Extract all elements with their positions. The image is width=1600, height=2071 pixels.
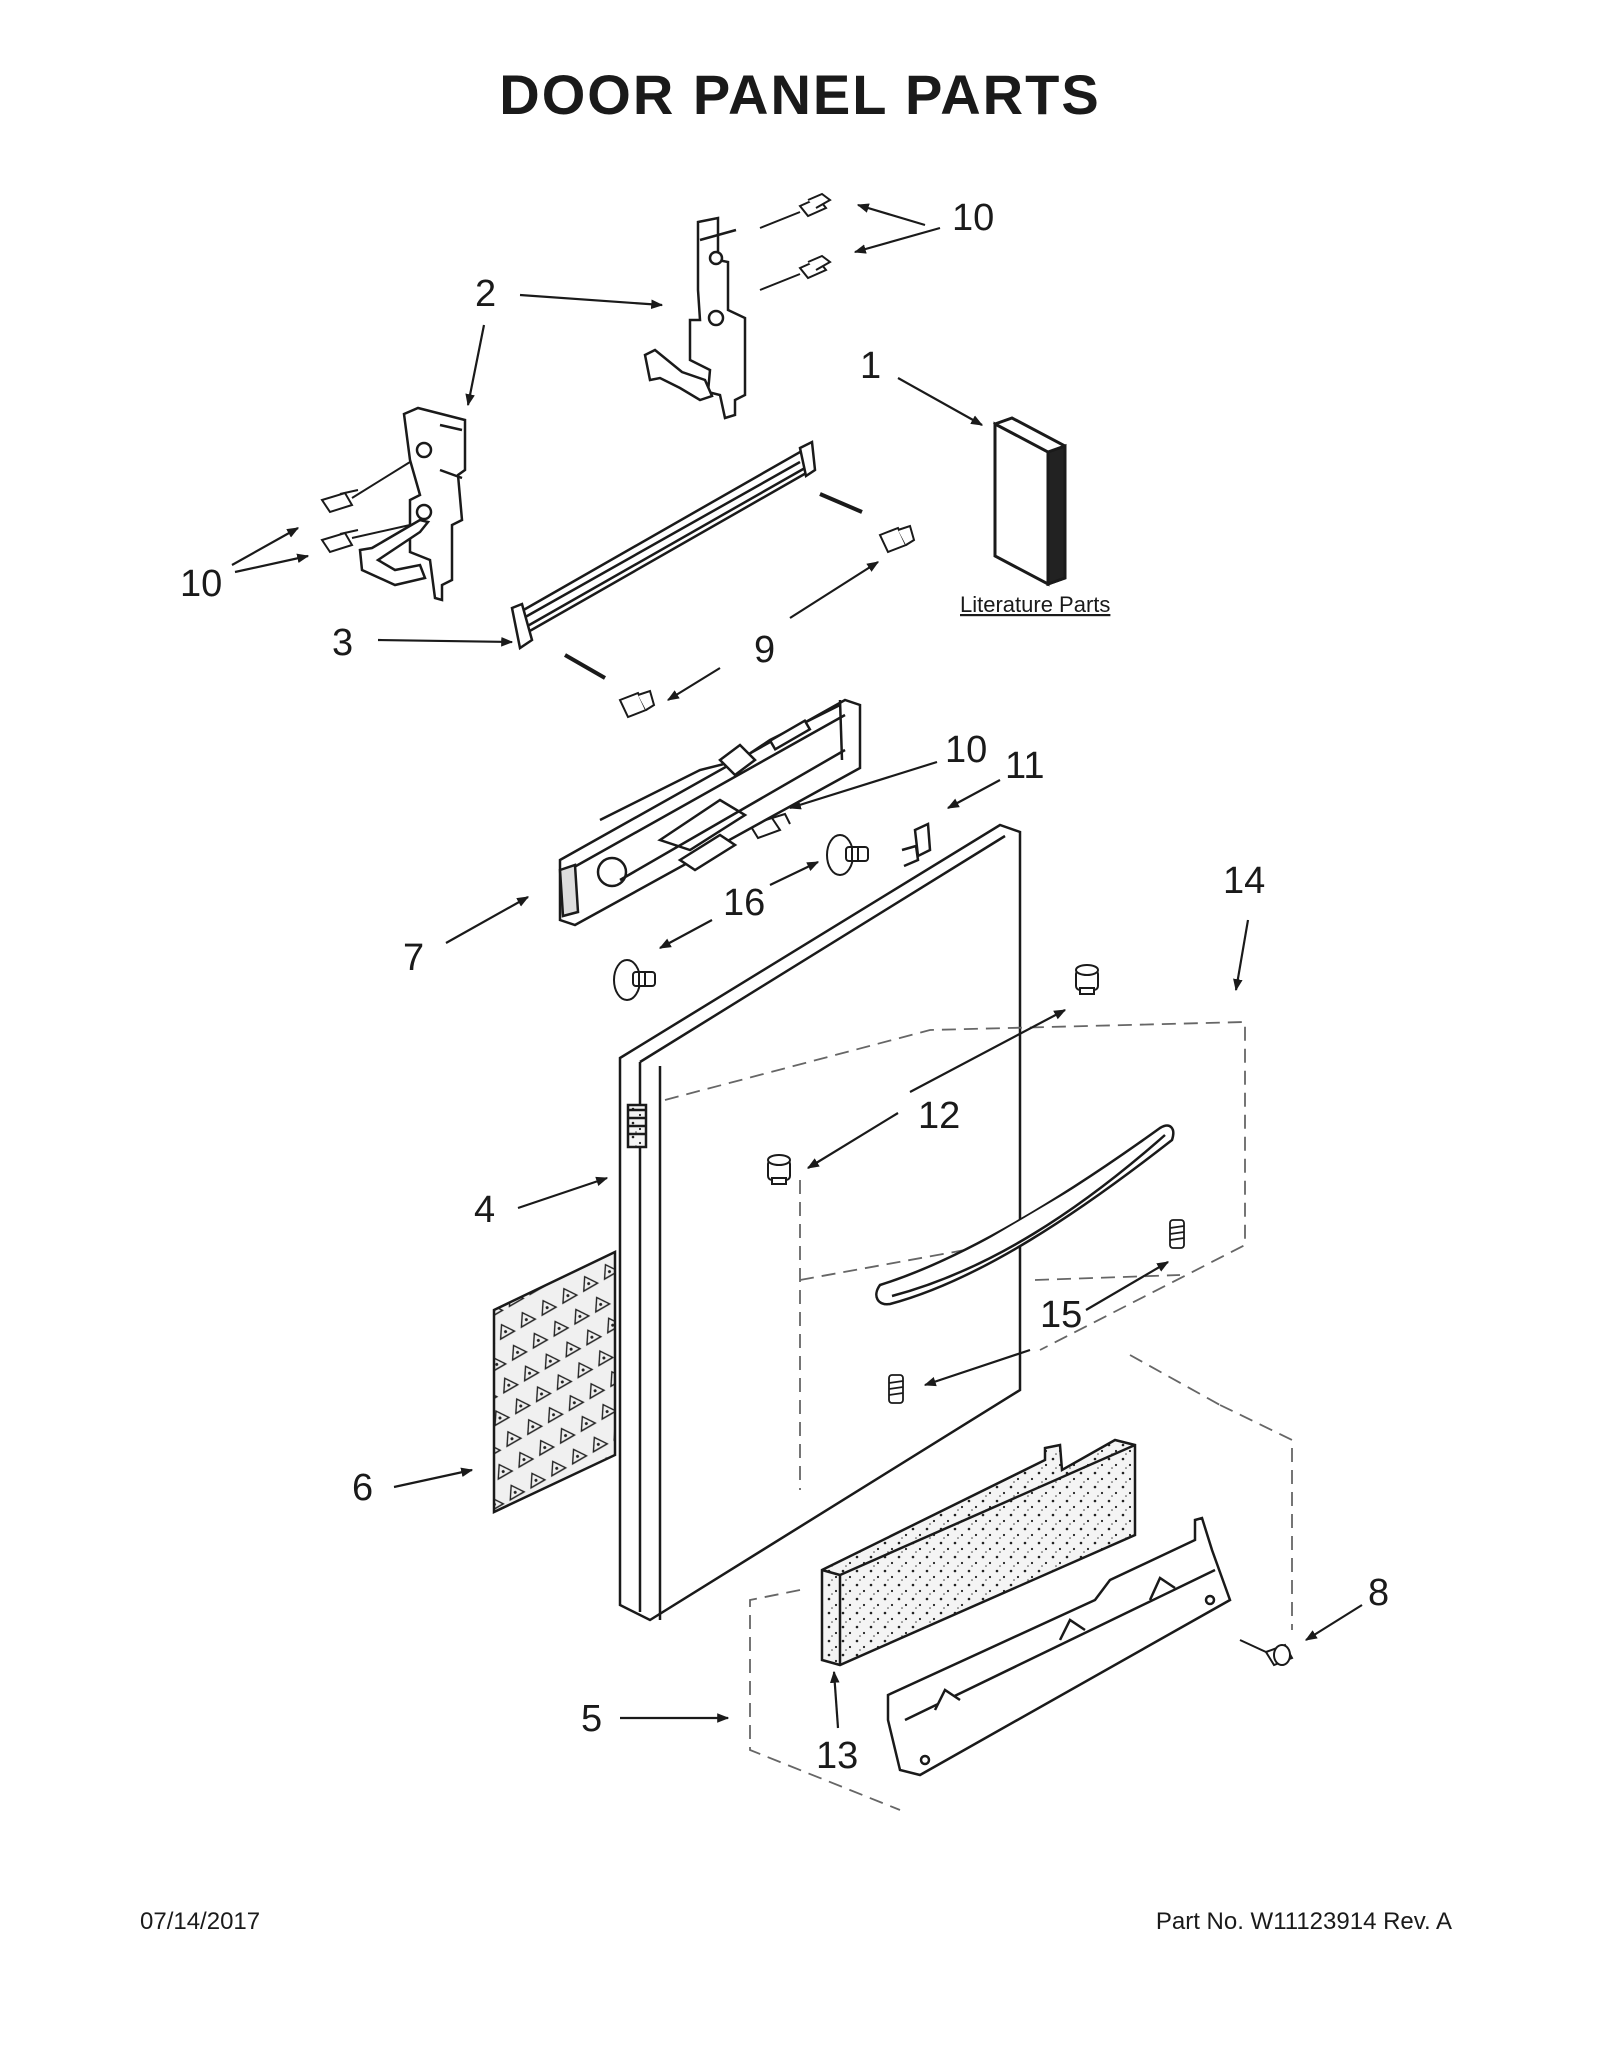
toe-kick-panel	[886, 1516, 1232, 1777]
callout-3: 3	[332, 622, 353, 664]
callout-6: 6	[352, 1467, 373, 1509]
literature-parts-label: Literature Parts	[960, 592, 1110, 617]
footer-part-number: Part No. W11123914 Rev. A	[1155, 1908, 1452, 1935]
toe-panel-screw	[1239, 1639, 1294, 1667]
callout-12: 12	[918, 1095, 960, 1137]
bumper-lower	[613, 959, 656, 1001]
handle-stud-right	[1169, 1219, 1185, 1249]
toe-panel-outline	[749, 1354, 1293, 1811]
support-rail	[510, 440, 863, 680]
door-panel	[618, 823, 1022, 1622]
callout-16: 16	[723, 882, 765, 924]
toe-insulation	[820, 1438, 1137, 1667]
callout-5: 5	[581, 1698, 602, 1740]
callout-13: 13	[816, 1735, 858, 1777]
callout-9: 9	[754, 629, 775, 671]
bumper-upper	[826, 834, 869, 876]
callout-2: 2	[475, 273, 496, 315]
callout-11: 11	[1005, 745, 1044, 787]
callout-7: 7	[403, 937, 424, 979]
mounting-bracket-upper	[643, 216, 747, 420]
literature-booklet	[993, 416, 1067, 587]
callout-1: 1	[860, 345, 881, 387]
callout-4: 4	[474, 1189, 495, 1231]
handle-bumper-left	[767, 1154, 791, 1185]
screw-9-right	[878, 524, 916, 554]
control-panel-assembly	[558, 698, 862, 927]
screw-top-2	[759, 254, 832, 291]
callout-10-top: 10	[952, 197, 994, 239]
insulation-panel	[492, 1250, 617, 1514]
screw-top-1	[759, 192, 832, 229]
screw-9-left	[618, 689, 656, 719]
clip-part	[901, 822, 932, 868]
callout-8: 8	[1368, 1572, 1389, 1614]
mounting-bracket-left	[358, 406, 467, 602]
callout-arrows	[231, 203, 1363, 1729]
page-title: DOOR PANEL PARTS	[499, 63, 1101, 126]
screw-left-1	[320, 461, 411, 514]
callout-14: 14	[1223, 860, 1265, 902]
handle-stud-left	[888, 1374, 904, 1404]
screw-left-2	[320, 524, 411, 554]
callout-15: 15	[1040, 1294, 1082, 1336]
handle-bumper-right	[1075, 964, 1099, 995]
callout-10-left: 10	[180, 563, 222, 605]
footer-date: 07/14/2017	[140, 1908, 261, 1935]
callout-10-middle: 10	[945, 729, 987, 771]
door-handle	[875, 1124, 1175, 1306]
